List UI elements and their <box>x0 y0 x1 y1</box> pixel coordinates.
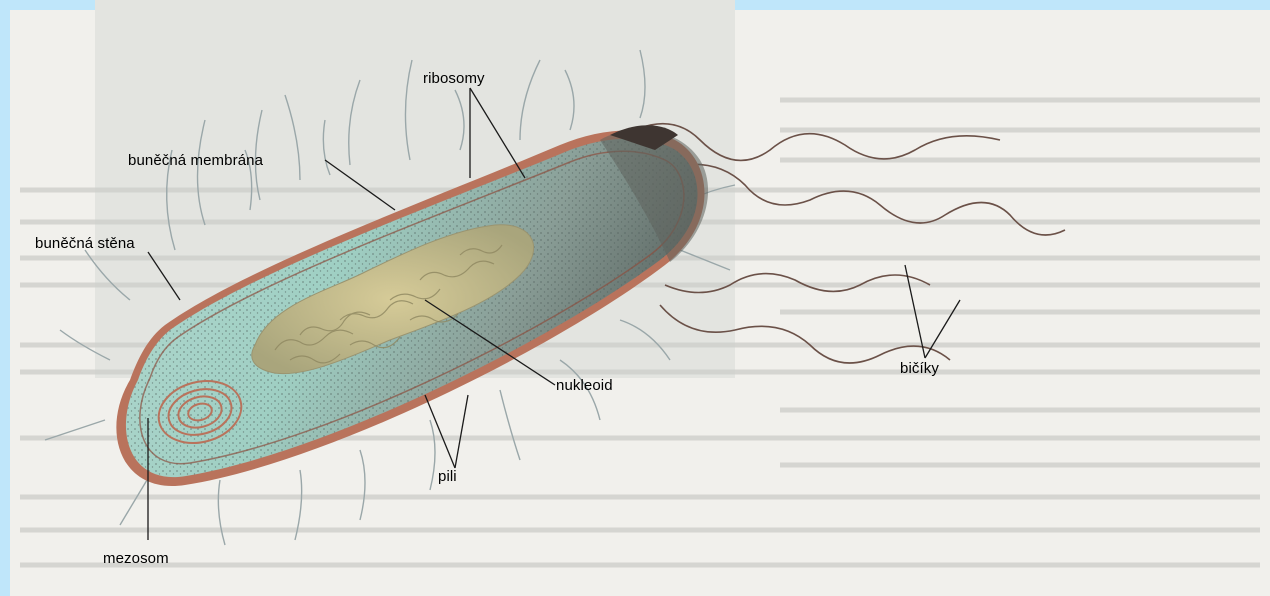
label-ribosomy: ribosomy <box>423 70 485 87</box>
label-bunecna-membrana: buněčná membrána <box>128 152 263 169</box>
label-mezosom: mezosom <box>103 550 169 567</box>
label-nukleoid: nukleoid <box>556 377 613 394</box>
label-bunecna-stena: buněčná stěna <box>35 235 135 252</box>
label-bicky: bičíky <box>900 360 939 377</box>
label-pili: pili <box>438 468 457 485</box>
